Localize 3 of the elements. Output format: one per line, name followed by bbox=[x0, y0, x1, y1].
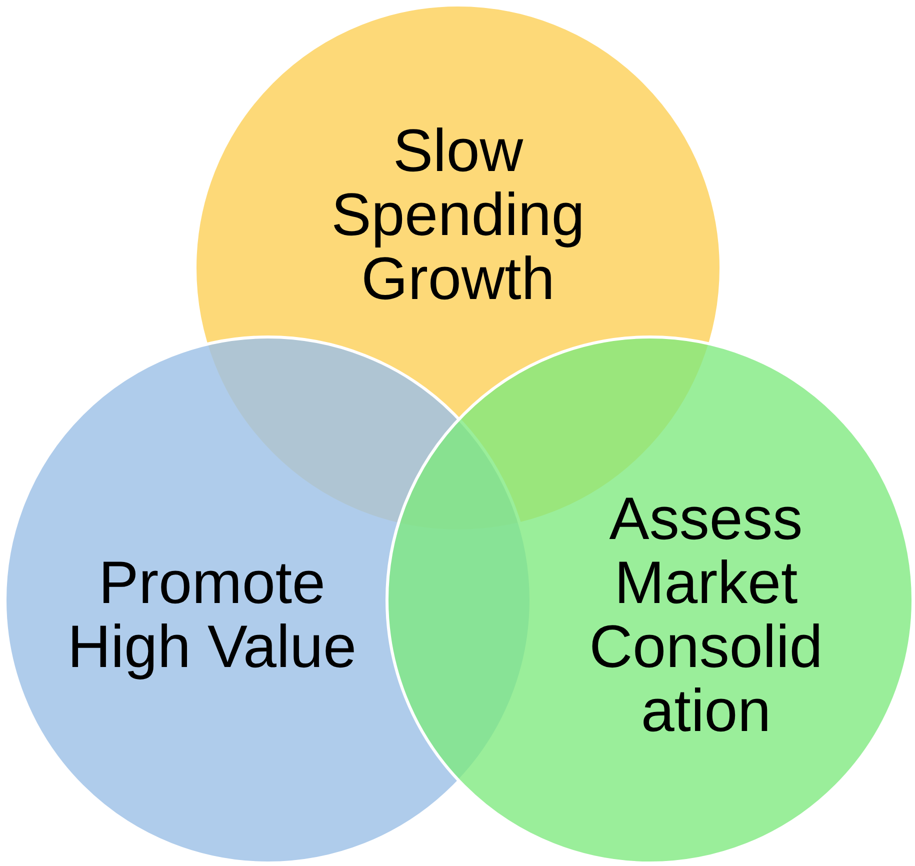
circle-label: Promote High Value bbox=[67, 551, 357, 679]
circle-label: Slow Spending Growth bbox=[330, 119, 586, 311]
circle-label: Assess Market Consolid ation bbox=[588, 487, 824, 743]
